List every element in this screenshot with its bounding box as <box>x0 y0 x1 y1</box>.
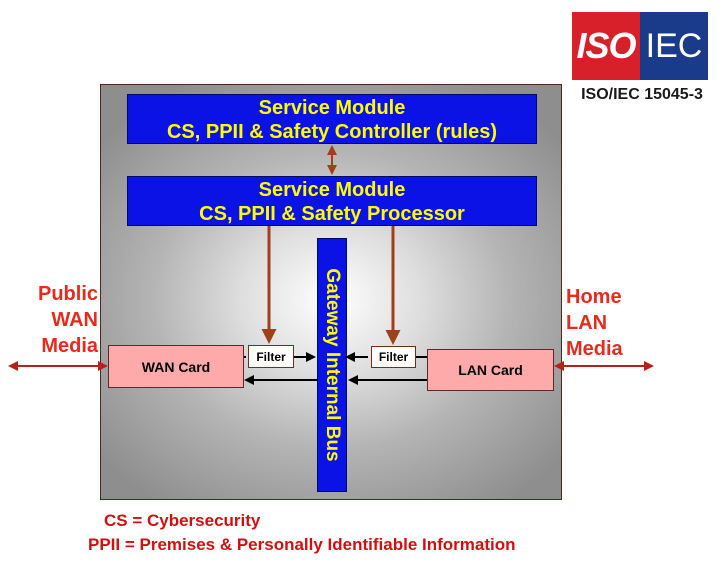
lan-card: LAN Card <box>427 349 554 391</box>
home-lan-line3: Media <box>566 338 623 360</box>
public-wan-line2: WAN <box>51 309 98 331</box>
public-wan-line1: Public <box>37 283 98 305</box>
standard-label: ISO/IEC 15045-3 <box>581 86 703 103</box>
processor-subtitle: CS, PPII & Safety Processor <box>199 203 465 225</box>
iso-logo: ISO <box>572 12 640 80</box>
filter-right: Filter <box>371 346 416 368</box>
iec-logo: IEC <box>640 12 708 80</box>
public-wan-media-label: Public WAN Media <box>10 281 98 359</box>
gateway-internal-bus <box>317 238 347 492</box>
controller-subtitle: CS, PPII & Safety Controller (rules) <box>166 121 498 143</box>
home-lan-line1: Home <box>566 286 622 308</box>
public-wan-line3: Media <box>41 335 98 357</box>
home-lan-media-label: Home LAN Media <box>566 284 686 362</box>
wan-card: WAN Card <box>108 345 244 388</box>
cs-definition: CS = Cybersecurity <box>104 511 261 530</box>
filter-left: Filter <box>248 345 294 368</box>
home-lan-line2: LAN <box>566 312 608 334</box>
bus-label: Gateway Internal Bus <box>322 268 343 462</box>
processor-title: Service Module <box>258 179 406 201</box>
ppii-definition: PPII = Premises & Personally Identifiabl… <box>88 535 516 554</box>
controller-title: Service Module <box>258 97 406 119</box>
service-module-controller: Service Module CS, PPII & Safety Control… <box>127 94 537 144</box>
service-module-processor: Service Module CS, PPII & Safety Process… <box>127 176 537 226</box>
